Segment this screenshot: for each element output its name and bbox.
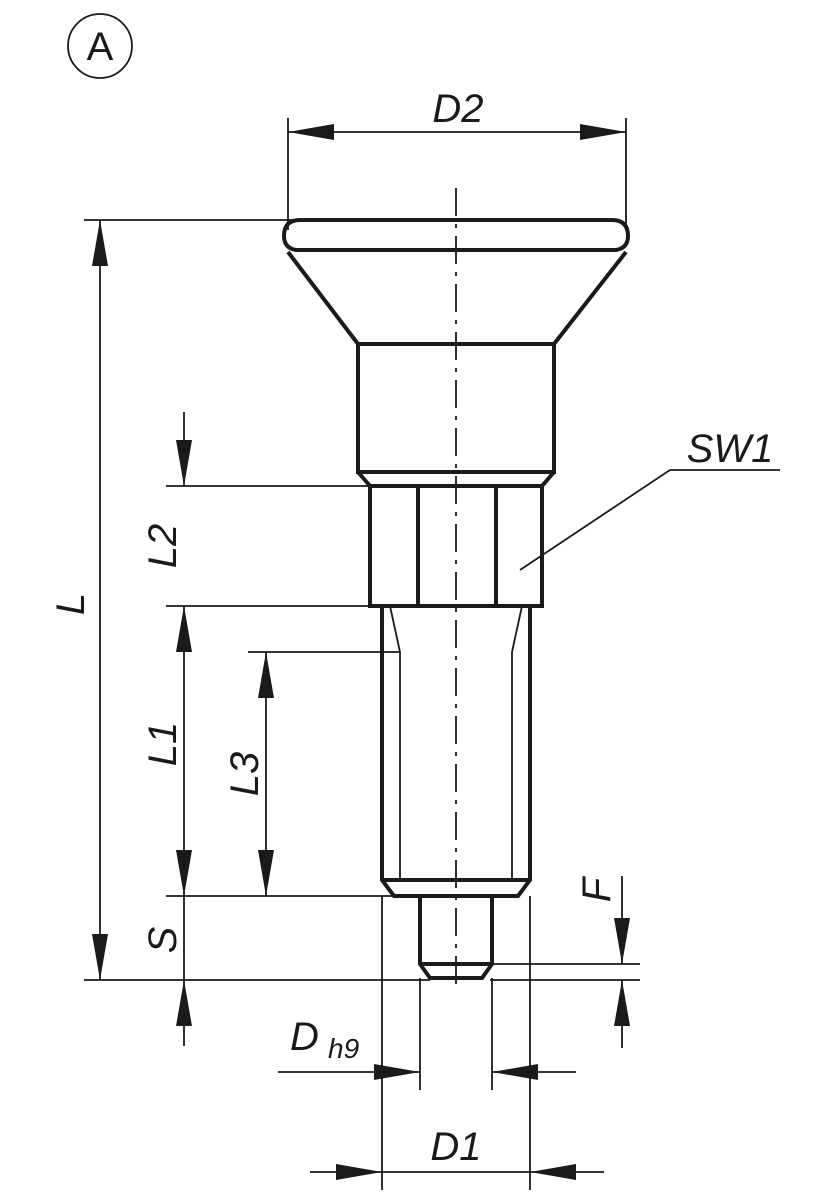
hex-nut <box>368 484 544 608</box>
dimension-l3: L3 <box>223 651 400 896</box>
dimension-l: L <box>49 219 430 981</box>
label-d2: D2 <box>432 87 483 131</box>
dimension-sw1: SW1 <box>519 427 780 571</box>
dimension-s: S <box>141 896 192 1046</box>
label-l3: L3 <box>223 752 267 797</box>
label-f: F <box>575 875 619 902</box>
indexing-pin <box>418 896 494 980</box>
dimension-l2: L2 <box>141 412 372 652</box>
label-s: S <box>141 926 185 953</box>
threaded-body <box>380 605 532 898</box>
label-d-subscript: h9 <box>328 1033 359 1064</box>
dimension-d2: D2 <box>287 87 627 230</box>
dimension-l1: L1 <box>141 652 394 897</box>
label-l1: L1 <box>141 722 185 767</box>
dimension-f: F <box>490 875 640 1048</box>
view-marker-label: A <box>87 25 114 69</box>
label-l: L <box>49 593 93 615</box>
dimension-d-h9: D h9 <box>278 978 576 1090</box>
view-marker: A <box>67 13 133 79</box>
label-l2: L2 <box>141 524 185 569</box>
dimension-d1: D1 <box>310 896 604 1190</box>
label-sw1: SW1 <box>687 427 774 471</box>
label-d1: D1 <box>430 1125 481 1169</box>
label-d: D <box>290 1015 319 1059</box>
